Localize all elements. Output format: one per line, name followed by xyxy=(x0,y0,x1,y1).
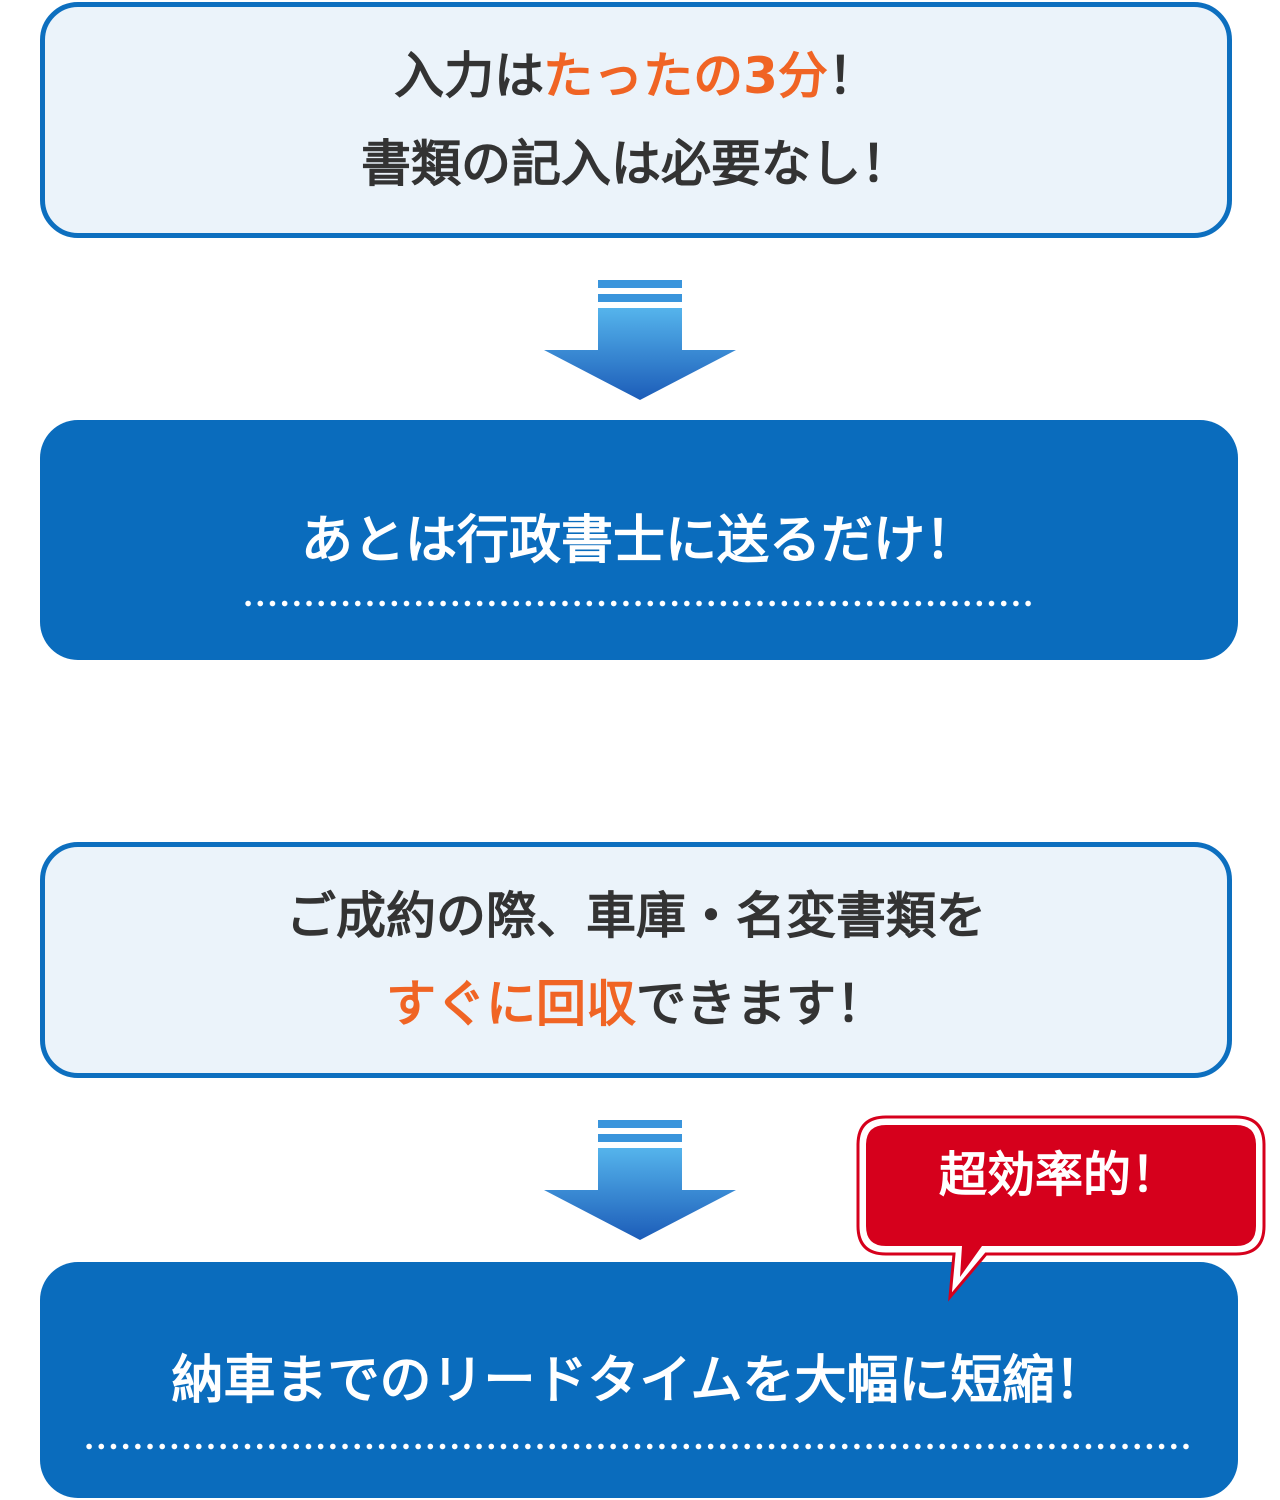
step-box-send-text: あとは行政書士に送るだけ！ xyxy=(300,511,977,571)
highlight-time: たったの3分 xyxy=(543,47,828,105)
speech-bubble-text: 超効率的！ xyxy=(938,1147,1179,1203)
speech-bubble-badge: 超効率的！ xyxy=(854,1113,1268,1303)
step-box-collect: ご成約の際、車庫・名変書類を すぐに回収できます！ xyxy=(40,842,1232,1078)
step-box-leadtime-text: 納車までのリードタイムを大幅に短縮！ xyxy=(171,1351,1107,1411)
arrow-down-icon xyxy=(544,1120,736,1240)
step-box-collect-line1: ご成約の際、車庫・名変書類を xyxy=(286,887,986,945)
highlight-collect: すぐに回収 xyxy=(386,975,636,1033)
step-box-input-line2: 書類の記入は必要なし！ xyxy=(361,135,911,193)
arrow-down-icon xyxy=(544,280,736,400)
step-box-leadtime: 納車までのリードタイムを大幅に短縮！ xyxy=(40,1262,1238,1498)
step-box-collect-line2: すぐに回収できます！ xyxy=(386,975,886,1033)
step-box-input: 入力はたったの3分！ 書類の記入は必要なし！ xyxy=(40,2,1232,238)
dotted-underline xyxy=(242,600,1036,607)
step-box-input-line1: 入力はたったの3分！ xyxy=(394,47,878,105)
step-box-send: あとは行政書士に送るだけ！ xyxy=(40,420,1238,660)
dotted-underline xyxy=(83,1443,1195,1450)
